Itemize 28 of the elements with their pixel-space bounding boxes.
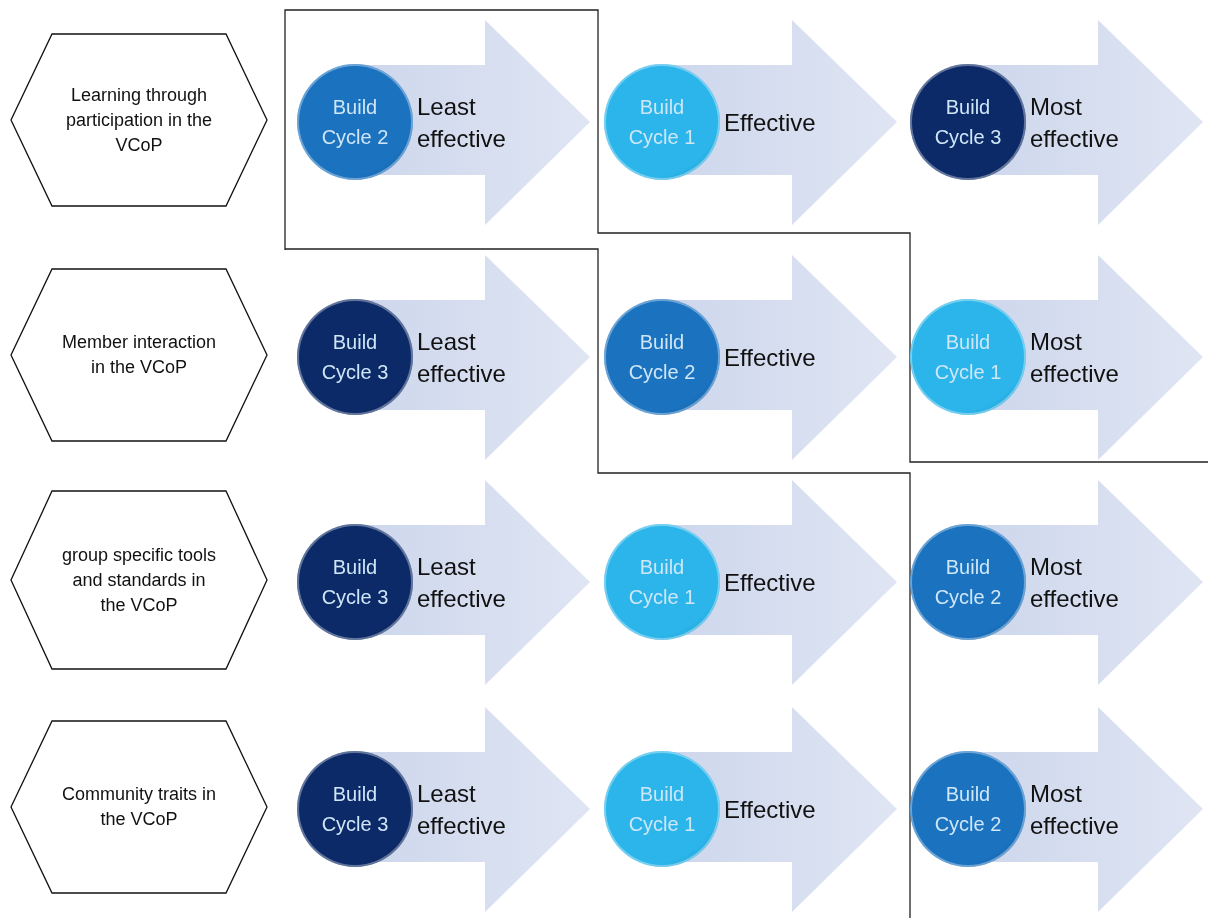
build-cycle-circle: Build Cycle 2 xyxy=(297,64,413,180)
criterion-label: Learning through participation in the VCoP xyxy=(64,83,214,157)
build-cycle-circle: Build Cycle 2 xyxy=(910,751,1026,867)
effectiveness-label: Least effective xyxy=(417,91,507,154)
effectiveness-label: Most effective xyxy=(1030,551,1120,614)
criterion-label: Member interaction in the VCoP xyxy=(60,331,218,379)
effectiveness-label: Most effective xyxy=(1030,91,1120,154)
build-cycle-circle: Build Cycle 2 xyxy=(604,299,720,415)
effectiveness-label: Effective xyxy=(724,107,816,138)
effectiveness-label: Effective xyxy=(724,794,816,825)
build-cycle-circle: Build Cycle 1 xyxy=(910,299,1026,415)
effectiveness-label: Least effective xyxy=(417,778,507,841)
build-cycle-circle: Build Cycle 1 xyxy=(604,524,720,640)
criterion-label: group specific tools and standards in the VCoP xyxy=(60,543,218,617)
build-cycle-circle: Build Cycle 3 xyxy=(297,524,413,640)
build-cycle-circle: Build Cycle 3 xyxy=(297,751,413,867)
effectiveness-label: Least effective xyxy=(417,326,507,389)
criterion-label: Community traits in the VCoP xyxy=(60,783,217,831)
build-cycle-circle: Build Cycle 1 xyxy=(604,64,720,180)
build-cycle-circle: Build Cycle 3 xyxy=(910,64,1026,180)
build-cycle-circle: Build Cycle 3 xyxy=(297,299,413,415)
build-cycle-circle: Build Cycle 1 xyxy=(604,751,720,867)
build-cycle-circle: Build Cycle 2 xyxy=(910,524,1026,640)
effectiveness-label: Most effective xyxy=(1030,778,1120,841)
effectiveness-label: Effective xyxy=(724,567,816,598)
effectiveness-label: Least effective xyxy=(417,551,507,614)
effectiveness-label: Effective xyxy=(724,342,816,373)
effectiveness-label: Most effective xyxy=(1030,326,1120,389)
